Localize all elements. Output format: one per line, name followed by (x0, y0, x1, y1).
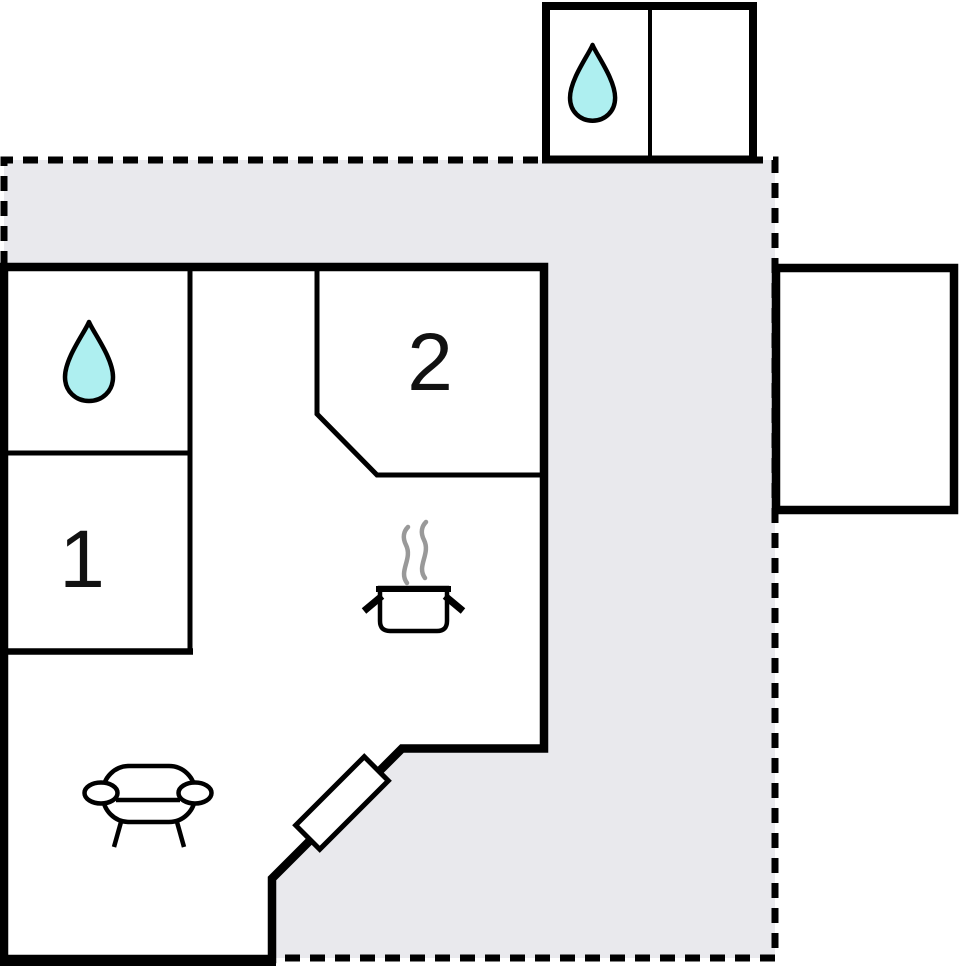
room-2-label: 2 (407, 317, 453, 408)
sofa-armrest-left (82, 780, 120, 806)
annex-walls (771, 263, 959, 515)
pot-body (377, 585, 450, 634)
water-drop-icon (567, 42, 618, 124)
sofa-leg-right (174, 821, 187, 848)
room-1-label: 1 (59, 514, 105, 605)
interior-walls (2, 267, 544, 655)
steam-icon (401, 519, 429, 586)
sofa-armrest-right (176, 780, 214, 806)
terrace-dashed-border (0, 156, 779, 962)
outbuilding-top (542, 2, 757, 164)
sofa-leg-left (111, 821, 124, 848)
annex-right (771, 263, 959, 515)
pot-handle-right (442, 593, 466, 614)
door-icon (292, 753, 392, 853)
sofa-icon (82, 763, 214, 848)
cooking-pot-icon (361, 519, 466, 634)
water-drop-icon (62, 319, 116, 404)
pot-handle-left (361, 593, 385, 614)
room2-walls (314, 267, 544, 478)
